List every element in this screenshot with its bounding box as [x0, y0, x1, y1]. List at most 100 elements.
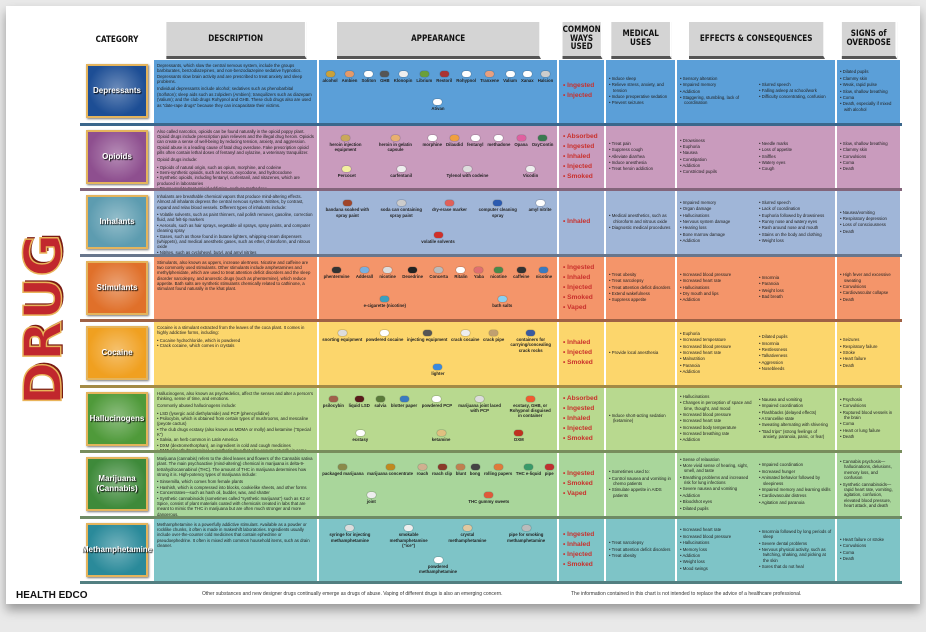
category-button[interactable]: Marijuana (Cannabis)	[86, 457, 148, 512]
overdose-cell: High fever and excessive sweatingConvuls…	[837, 256, 902, 319]
drug-image	[516, 134, 526, 141]
appearance-item: Restoril	[436, 70, 452, 83]
way-item: Inhaled	[563, 414, 601, 424]
effect-item: Insomnia	[759, 341, 832, 346]
appearance-item: powdered methamphetamine	[415, 556, 461, 575]
drug-image	[526, 330, 536, 337]
drug-image	[433, 231, 443, 238]
effect-item: Impaired memory	[680, 82, 753, 87]
medical-item: Suppress cough	[609, 147, 672, 152]
category-button[interactable]: Depressants	[86, 64, 148, 119]
description-cell: Marijuana (cannabis) refers to the dried…	[154, 453, 319, 516]
appearance-item: Ambien	[341, 70, 358, 83]
medical-item: Treat narcolepsy	[609, 540, 672, 545]
drug-image	[328, 395, 338, 402]
medical-cell: Treat painSuppress coughAlleviate diarrh…	[606, 125, 677, 188]
way-item: Inhaled	[563, 540, 601, 550]
category-cell: Hallucinogens	[80, 387, 154, 450]
appearance-item: Ritalin	[454, 267, 468, 279]
drug-image	[433, 556, 443, 563]
category-button[interactable]: Stimulants	[86, 260, 148, 315]
category-button[interactable]: Inhalants	[86, 195, 148, 250]
drug-image	[396, 166, 406, 173]
description-cell: Depressants, which slow the central nerv…	[154, 60, 319, 123]
medical-cell: Induce sleepRelieve stress, anxiety, and…	[606, 60, 677, 123]
description-bullet: Synthetic cannabinoids (sometimes called…	[157, 496, 314, 516]
drug-image	[484, 492, 494, 499]
appearance-label: nicotine	[535, 274, 553, 280]
way-item: Inhaled	[563, 338, 601, 348]
appearance-item: salvia	[374, 395, 386, 419]
effect-item: Addiction	[680, 163, 753, 168]
effects-column: EuphoriaIncreased temperatureIncreased b…	[680, 331, 753, 376]
overdose-item: Death	[840, 297, 897, 302]
drug-image	[337, 330, 347, 337]
effects-cell: Sensory alterationImpaired memoryAddicti…	[677, 60, 837, 123]
medical-cell: Induce short-acting sedation (ketamine)	[606, 387, 677, 450]
effect-item: Sense of relaxation	[680, 457, 753, 462]
drug-image	[366, 492, 376, 499]
appearance-label: powdered methamphetamine	[419, 563, 457, 574]
appearance-label: Halcion	[537, 77, 554, 83]
effect-item: Staggering, stumbling, lack of coordinat…	[680, 95, 753, 106]
category-cell: Cocaine	[80, 322, 154, 385]
appearance-label: Yaba	[473, 274, 484, 280]
drug-image	[354, 395, 364, 402]
footer-note: Other substances and new designer drugs …	[202, 591, 503, 597]
effect-item: Aggression	[759, 360, 832, 365]
appearance-item: smokable methamphetamine ("ice")	[386, 525, 432, 548]
column-header: COMMON WAYS USED	[562, 22, 603, 59]
description-bullet: Drugs used to treat opioid addiction, su…	[157, 186, 314, 188]
appearance-item: alcohol	[323, 70, 338, 83]
drug-image	[364, 70, 374, 77]
overdose-item: Slow, shallow breathing	[840, 141, 897, 146]
column-header: APPEARANCE	[337, 22, 541, 59]
appearance-item: heroin injection equipment	[322, 134, 368, 153]
appearance-item: computer cleaning spray	[475, 200, 521, 218]
category-button[interactable]: Methamphetamine	[82, 522, 152, 577]
overdose-item: High fever and excessive sweating	[840, 272, 897, 283]
appearance-label: morphine	[422, 141, 443, 147]
way-item: Smoked	[563, 172, 601, 182]
effects-column: Slurred speechLack of coordinationEuphor…	[759, 200, 832, 245]
way-item: Injected	[563, 283, 601, 293]
appearance-label: nicotine	[490, 274, 507, 280]
category-button[interactable]: Opioids	[86, 129, 148, 184]
drug-image	[522, 70, 532, 77]
effect-item: Talkativeness	[759, 353, 832, 358]
appearance-label: ketamine	[431, 436, 451, 442]
description-paragraph: Hallucinogens, also known as psychedelic…	[157, 390, 313, 401]
description-paragraph: Depressants, which slow the central nerv…	[157, 63, 303, 85]
drug-image	[535, 200, 545, 207]
appearance-label: Ambien	[341, 77, 358, 83]
effect-item: Weight loss	[759, 238, 832, 243]
effects-column: Impaired memoryOrgan damageHallucination…	[680, 200, 753, 245]
drug-image	[436, 429, 446, 436]
category-cell: Opioids	[80, 125, 154, 188]
appearance-item: joint	[367, 492, 376, 504]
ways-cell: IngestedSmokedVaped	[559, 453, 606, 516]
overdose-cell: SeizuresRespiratory failureStrokeHeart f…	[837, 322, 902, 385]
drug-image	[417, 463, 427, 470]
appearance-label: Tylenol with codeine	[446, 173, 489, 179]
medical-item: Induce sleep	[609, 76, 672, 81]
category-button[interactable]: Cocaine	[86, 326, 148, 381]
appearance-item: pipe for smoking methamphetamine	[503, 525, 549, 548]
effects-column: Increased heart rateIncreased blood pres…	[680, 527, 753, 572]
effect-item: Hallucinations	[680, 213, 753, 218]
category-button[interactable]: Hallucinogens	[86, 391, 148, 446]
appearance-label: bath salts	[492, 302, 513, 308]
appearance-item: Xanax	[521, 70, 534, 83]
description-paragraph: Opioid drugs include:	[157, 157, 198, 163]
ways-cell: IngestedInhaledInjectedSmokedVaped	[559, 256, 606, 319]
overdose-item: Loss of consciousness	[840, 222, 897, 227]
effects-cell: HallucinationsChanges in perception of s…	[677, 387, 837, 450]
effect-item: Bone marrow damage	[680, 232, 753, 237]
effect-item: Increased breathing rate	[680, 431, 753, 436]
drug-image	[404, 525, 414, 532]
way-item: Injected	[563, 424, 601, 434]
appearance-item: bath salts	[492, 295, 513, 308]
